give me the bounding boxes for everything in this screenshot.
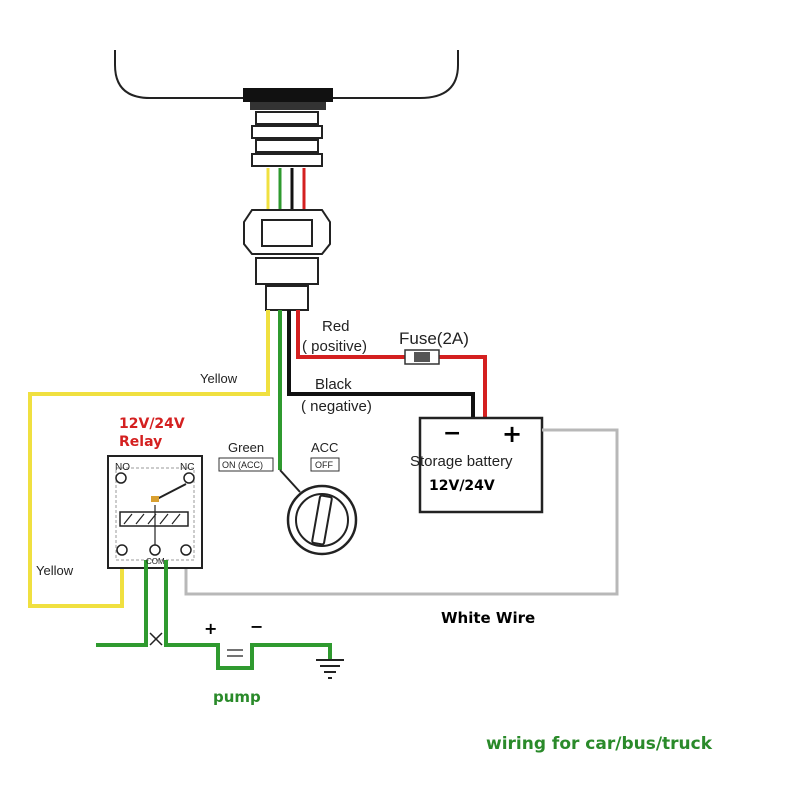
- yellow-wire: [28, 310, 270, 608]
- battery-minus-label: −: [443, 421, 461, 446]
- battery-voltage-label: 12V/24V: [429, 478, 495, 494]
- pump-wire-com: [96, 560, 148, 647]
- battery-plus-label: +: [502, 420, 522, 448]
- caption: wiring for car/bus/truck: [486, 734, 713, 754]
- fuse-icon: [404, 349, 440, 365]
- relay-com-label: COM: [146, 557, 165, 566]
- red-wire-sublabel: ( positive): [302, 338, 367, 355]
- break-mark-icon: [149, 632, 163, 646]
- fuse-label: Fuse(2A): [399, 329, 469, 348]
- cable-strain-relief: [243, 88, 333, 167]
- pump-minus-label: −: [250, 617, 263, 636]
- ignition-key-switch-icon: [279, 469, 358, 556]
- green-state-label: ON (ACC): [222, 460, 263, 470]
- green-state-box: [218, 457, 274, 472]
- battery-name-label: Storage battery: [410, 453, 513, 470]
- acc-state-box: [310, 457, 340, 472]
- red-wire: [296, 310, 487, 418]
- cable-wires: [266, 168, 306, 210]
- black-wire: [287, 310, 475, 418]
- ground-icon: [316, 659, 344, 679]
- acc-label: ACC: [311, 440, 338, 455]
- relay-nc-label: NC: [180, 462, 194, 473]
- pump-icon: [227, 649, 243, 657]
- green-wire-label: Green: [228, 440, 264, 455]
- relay-name-label: Relay: [119, 434, 162, 450]
- black-wire-sublabel: ( negative): [301, 398, 372, 415]
- black-wire-label: Black: [315, 376, 352, 393]
- pump-wire-nc: [164, 560, 332, 670]
- gps-device-outline: [114, 50, 459, 99]
- storage-battery: [418, 416, 544, 514]
- red-wire-label: Red: [322, 318, 350, 335]
- pump-plus-label: +: [204, 619, 217, 638]
- acc-state-label: OFF: [315, 460, 333, 470]
- yellow-wire-label-left: Yellow: [36, 563, 74, 578]
- yellow-wire-label-top: Yellow: [200, 371, 238, 386]
- white-wire: [184, 428, 619, 596]
- relay-voltage-label: 12V/24V: [119, 416, 185, 432]
- pump-label: pump: [213, 688, 261, 706]
- wire-connector: [243, 209, 331, 311]
- relay: [107, 455, 203, 569]
- relay-no-label: NO: [115, 462, 130, 473]
- white-wire-label: White Wire: [441, 609, 535, 627]
